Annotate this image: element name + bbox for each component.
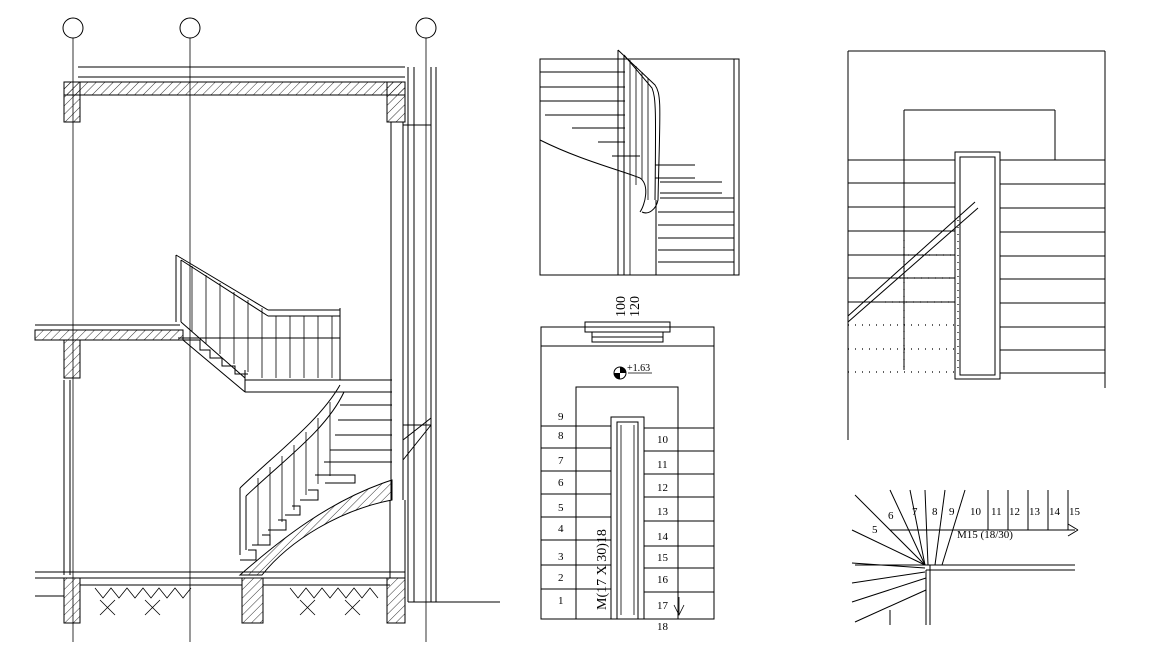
step-7: 7 xyxy=(558,455,564,467)
winder-15: 15 xyxy=(1069,506,1081,518)
dim-120: 120 xyxy=(628,296,643,317)
winder-detail: 5 6 7 8 9 10 11 12 13 14 15 M15 (18/30) xyxy=(851,489,1081,625)
step-9: 9 xyxy=(558,411,564,423)
step-6: 6 xyxy=(558,477,564,489)
step-11: 11 xyxy=(657,459,668,471)
step-2: 2 xyxy=(558,572,564,584)
step-1: 1 xyxy=(558,595,564,607)
grid-bubble-b xyxy=(179,17,201,39)
winder-11: 11 xyxy=(991,506,1002,518)
stair-section xyxy=(34,17,500,642)
winder-7: 7 xyxy=(912,506,918,518)
step-15: 15 xyxy=(657,552,669,564)
winder-spec-label: M15 (18/30) xyxy=(957,529,1013,541)
grid-bubble-c xyxy=(415,17,437,39)
step-8: 8 xyxy=(558,430,564,442)
winder-10: 10 xyxy=(970,506,982,518)
winder-9: 9 xyxy=(949,506,955,518)
stair-plan: 100 120 +1.63 9 xyxy=(540,296,715,633)
step-10: 10 xyxy=(657,434,669,446)
level-label: +1.63 xyxy=(627,363,650,374)
stair-top-view xyxy=(847,50,1106,440)
step-14: 14 xyxy=(657,531,669,543)
step-3: 3 xyxy=(558,551,564,563)
plan-steps-left: 9 8 7 6 5 4 3 2 1 xyxy=(558,411,564,607)
step-4: 4 xyxy=(558,523,564,535)
stair-perspective xyxy=(539,49,740,276)
lower-flight xyxy=(238,384,393,576)
step-5: 5 xyxy=(558,502,564,514)
step-17: 17 xyxy=(657,600,669,612)
plan-steps-right: 10 11 12 13 14 15 16 17 18 xyxy=(657,434,669,633)
right-wall xyxy=(390,67,500,603)
mid-slab xyxy=(34,324,184,575)
dim-100: 100 xyxy=(614,296,629,317)
step-13: 13 xyxy=(657,506,669,518)
step-12: 12 xyxy=(657,482,668,494)
ground-floor xyxy=(35,500,406,624)
winder-8: 8 xyxy=(932,506,938,518)
winder-12: 12 xyxy=(1009,506,1020,518)
step-18: 18 xyxy=(657,621,669,633)
grid-bubble-a xyxy=(62,17,84,39)
winder-13: 13 xyxy=(1029,506,1041,518)
winder-14: 14 xyxy=(1049,506,1061,518)
roof-slab xyxy=(63,66,406,123)
winder-5: 5 xyxy=(872,524,878,536)
step-16: 16 xyxy=(657,574,669,586)
stair-spec-label: M(17 X 30)18 xyxy=(595,529,610,610)
upper-flight xyxy=(175,254,340,393)
winder-6: 6 xyxy=(888,510,894,522)
